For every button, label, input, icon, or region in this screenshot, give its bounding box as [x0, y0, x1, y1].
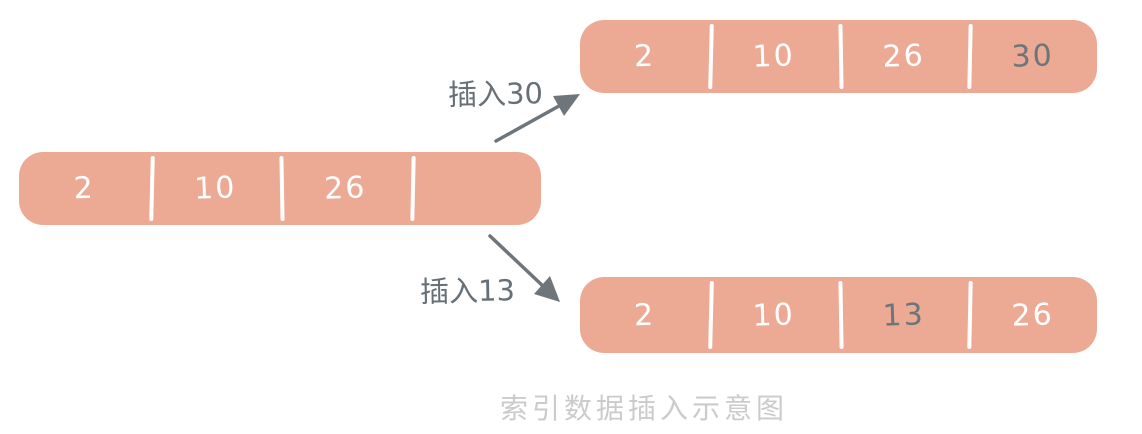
array-after-insert-13: 2 10 13 26: [580, 277, 1097, 353]
array-insert30-cell-3: 30: [1010, 38, 1055, 75]
array-source-cell-2: 26: [323, 170, 367, 207]
insert13-arrowhead: [534, 276, 560, 302]
array-insert30-cell-2: 26: [881, 38, 925, 75]
array-source: 2 10 26: [19, 152, 541, 225]
array-source-cell-1: 10: [193, 170, 237, 207]
array-insert13-cell-2: 13: [881, 296, 925, 334]
array-source-cell-0: 2: [73, 170, 96, 207]
array-insert13-cell-0: 2: [633, 297, 656, 333]
cell-divider: [837, 280, 844, 350]
diagram-caption: 索引数据插入示意图: [500, 392, 789, 425]
cell-divider: [837, 23, 844, 90]
array-insert13-cell-1: 10: [752, 296, 796, 334]
array-source-cell-3: [409, 150, 542, 228]
insert30-arrowhead: [553, 94, 580, 116]
insert13-label: 插入13: [419, 273, 516, 309]
array-insert13-cell-3: 26: [1010, 296, 1055, 334]
array-after-insert-30: 2 10 26 30: [580, 20, 1097, 93]
array-insert30-cell-0: 2: [633, 38, 656, 75]
insert30-label: 插入30: [447, 76, 544, 112]
cell-divider: [409, 155, 416, 222]
array-insert30-cell-1: 10: [752, 38, 796, 75]
